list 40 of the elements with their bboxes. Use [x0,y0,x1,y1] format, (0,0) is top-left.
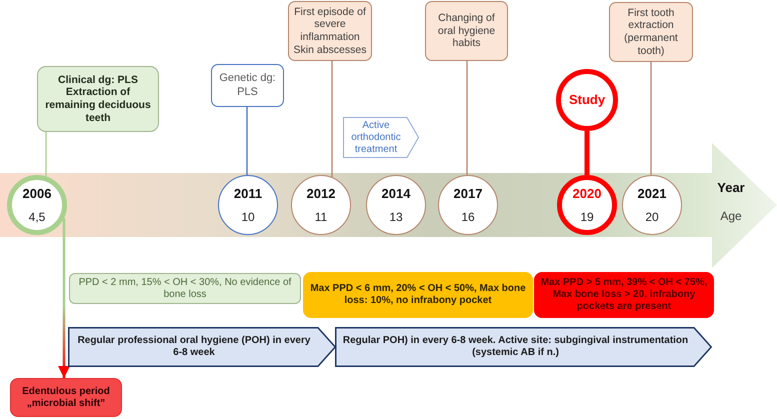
age-label: 4,5 [28,210,46,224]
age-label: 13 [389,210,403,224]
connector-line [331,61,333,178]
year-label: 2012 [306,186,336,202]
event-box: Changing of oral hygiene habits [425,1,508,61]
axis-label: Year [717,180,745,196]
phase-arrow: Active orthodontic treatment [343,117,419,158]
event-box [288,1,372,61]
axis-label: Age [720,208,742,224]
connector-line [466,61,468,176]
connector-line [45,132,47,176]
arrow [58,218,70,378]
status-box: Max PPD < 6 mm, 20% < OH < 50%, Max bone loss: 10%, no infrabony pocket [303,272,533,318]
connector-line [246,107,248,176]
timeline-arrow [0,143,777,268]
phase-arrow: Regular professional oral hygiene (POH) in every 6-8 week [68,327,336,367]
year-label: 2006 [22,186,52,202]
age-label: 16 [461,210,475,224]
event-text: Clinical dg: PLS [58,74,138,86]
year-label: 2017 [454,186,482,202]
event-box: Edentulous period „microbial shift” [10,378,122,417]
connector-line [650,62,652,176]
age-label: 20 [645,210,659,224]
year-label: 2011 [234,186,262,202]
age-label: 10 [241,210,255,224]
age-label: 11 [314,210,328,224]
connector-line [584,131,590,175]
event-box [37,66,159,132]
year-label: 2020 [572,186,602,202]
year-label: 2021 [638,186,666,202]
event-box: Genetic dg: PLS [211,64,284,107]
event-box: First tooth extraction (permanent tooth) [609,2,693,62]
event-text: First episode of severe inflammation [293,6,367,44]
event-text: Skin abscesses [294,44,366,56]
status-box: PPD < 2 mm, 15% < OH < 30%, No evidence of bone loss [69,273,301,304]
event-text: Extraction of remaining deciduous teeth [44,86,152,124]
status-box: Max PPD > 5 mm, 39% < OH < 75%, Max bone loss > 20, infrabony pockets are present [534,272,714,318]
year-label: 2014 [382,186,410,202]
study-circle: Study [556,69,618,131]
age-label: 19 [580,210,594,224]
